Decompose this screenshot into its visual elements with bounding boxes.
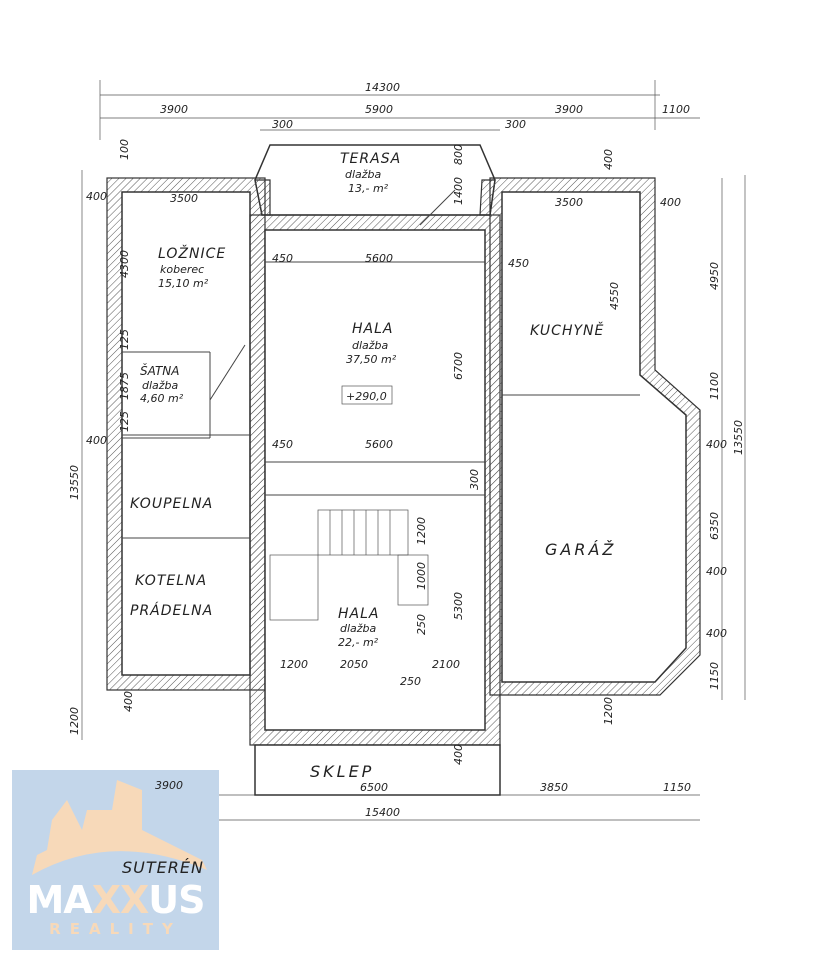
- dimension-label: 400: [706, 438, 727, 451]
- dimension-label: 400: [122, 691, 135, 712]
- dimension-label: 1100: [708, 372, 721, 400]
- room-name-loznice: LOŽNICE: [158, 244, 226, 262]
- dimension-label: 1200: [415, 517, 428, 545]
- dimension-label: 250: [415, 614, 428, 635]
- dimension-label: 400: [86, 190, 107, 203]
- logo-brand-part: MA: [26, 878, 92, 922]
- logo-brand: MAXXUS: [12, 878, 219, 922]
- dimension-label: 800: [452, 144, 465, 165]
- dimension-label: 1100: [662, 103, 690, 116]
- dimension-label: 15400: [365, 806, 400, 819]
- level-mark: +290,0: [346, 390, 387, 403]
- dimension-label: 4300: [118, 250, 131, 278]
- dimension-label: 13550: [68, 465, 81, 500]
- dimension-label: 6500: [360, 781, 388, 794]
- logo-tagline: REALITY: [49, 920, 182, 938]
- room-name-terasa: TERASA: [340, 151, 401, 167]
- dimension-label: 1150: [708, 662, 721, 690]
- maxxus-reality-logo: SUTERÉN MAXXUS REALITY: [12, 770, 219, 950]
- dimension-label: 300: [272, 118, 293, 131]
- dimension-label: 13550: [732, 420, 745, 455]
- dimension-label: 6350: [708, 512, 721, 540]
- dimension-label: 2050: [340, 658, 368, 671]
- logo-brand-part: XX: [91, 878, 150, 922]
- partitions: [122, 189, 640, 731]
- dimension-label: 4950: [708, 262, 721, 290]
- dimension-label: 5300: [452, 592, 465, 620]
- dimension-label: 1875: [118, 372, 131, 400]
- room-area: 13,- m²: [348, 182, 389, 195]
- dimension-label: 3850: [540, 781, 568, 794]
- dimension-label: 6700: [452, 352, 465, 380]
- dimension-label: 300: [468, 469, 481, 490]
- dimension-label: 5900: [365, 103, 393, 116]
- dimension-label: 5600: [365, 438, 393, 451]
- dimension-label: 3900: [155, 779, 183, 792]
- room-name-hala-2: HALA: [338, 606, 379, 622]
- dimension-label: 300: [505, 118, 526, 131]
- room-name-kotelna: KOTELNA: [135, 573, 207, 589]
- room-name-hala: HALA: [352, 321, 393, 337]
- room-area: 22,- m²: [338, 636, 379, 649]
- room-name-satna: ŠATNA: [140, 363, 179, 378]
- room-floor: dlažba: [352, 339, 389, 352]
- dimension-label: 250: [400, 675, 421, 688]
- dimension-label: 400: [452, 744, 465, 765]
- room-area: 4,60 m²: [140, 392, 184, 405]
- dimension-label: 5600: [365, 252, 393, 265]
- dimension-label: 3500: [555, 196, 583, 209]
- dimension-label: 3500: [170, 192, 198, 205]
- dimension-label: 1000: [415, 562, 428, 590]
- room-floor: dlažba: [345, 168, 382, 181]
- room-area: 37,50 m²: [346, 353, 397, 366]
- cellar: [254, 744, 501, 796]
- city-skyline-icon: [32, 780, 207, 875]
- room-floor: dlažba: [142, 379, 179, 392]
- dimension-labels: 14300 3900 5900 3900 1100 300 300 100 80…: [68, 81, 745, 819]
- room-name-koupelna: KOUPELNA: [130, 496, 213, 512]
- room-name-garaz: GARÁŽ: [545, 540, 616, 559]
- dimension-label: 400: [706, 627, 727, 640]
- dimension-label: 400: [602, 149, 615, 170]
- dimension-label: 400: [660, 196, 681, 209]
- dimension-label: 450: [272, 438, 293, 451]
- dimension-label: 1400: [452, 177, 465, 205]
- logo-brand-part: US: [148, 878, 205, 922]
- floor-title: SUTERÉN: [122, 858, 204, 877]
- dimension-label: 14300: [365, 81, 400, 94]
- dimension-label: 125: [118, 329, 131, 350]
- room-name-pradelna: PRÁDELNA: [130, 602, 213, 619]
- dimension-label: 100: [118, 139, 131, 160]
- dimension-label: 400: [86, 434, 107, 447]
- dimension-label: 400: [706, 565, 727, 578]
- dimension-label: 2100: [432, 658, 460, 671]
- room-name-sklep: SKLEP: [310, 762, 374, 781]
- dimension-label: 1200: [602, 697, 615, 725]
- room-floor: koberec: [160, 263, 204, 276]
- dimension-label: 1200: [280, 658, 308, 671]
- dimension-label: 450: [508, 257, 529, 270]
- dimension-label: 3900: [160, 103, 188, 116]
- dimension-label: 3900: [555, 103, 583, 116]
- dimension-label: 4550: [608, 282, 621, 310]
- room-name-kuchyne: KUCHYNĚ: [530, 321, 604, 339]
- dimension-label: 125: [118, 411, 131, 432]
- dimension-label: 450: [272, 252, 293, 265]
- dimension-label: 1150: [663, 781, 691, 794]
- room-floor: dlažba: [340, 622, 377, 635]
- room-area: 15,10 m²: [158, 277, 209, 290]
- dimension-label: 1200: [68, 707, 81, 735]
